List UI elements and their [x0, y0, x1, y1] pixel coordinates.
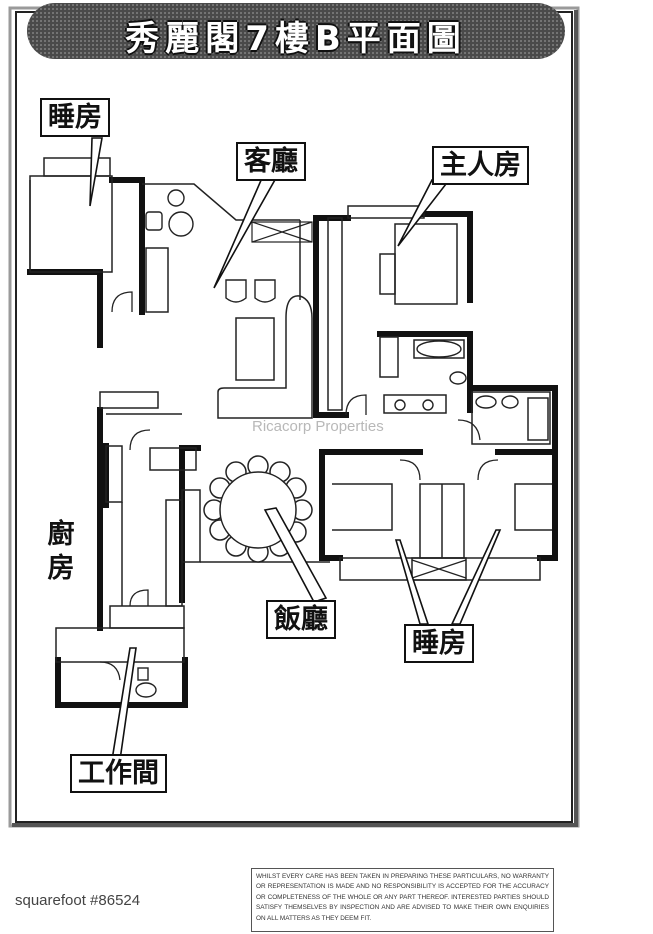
label-leaders	[89, 137, 502, 761]
title-banner	[27, 3, 565, 59]
label-dining-room: 飯廳	[266, 600, 336, 639]
windows	[251, 221, 467, 579]
plan-title: 秀麗閣7樓B平面圖	[125, 19, 467, 59]
label-master-bedroom: 主人房	[432, 146, 529, 185]
label-bedroom-top-left: 睡房	[40, 98, 110, 137]
label-living-room: 客廳	[236, 142, 306, 181]
disclaimer-box: WHILST EVERY CARE HAS BEEN TAKEN IN PREP…	[251, 868, 554, 932]
label-bedrooms-bottom-right: 睡房	[404, 624, 474, 663]
label-kitchen: 廚房	[47, 519, 75, 584]
doors	[99, 291, 499, 681]
watermark: Ricacorp Properties	[252, 418, 384, 435]
interior-lines	[29, 157, 552, 663]
listing-id: squarefoot #86524	[15, 892, 141, 909]
fixtures	[135, 189, 519, 698]
label-utility-room: 工作間	[70, 754, 167, 793]
